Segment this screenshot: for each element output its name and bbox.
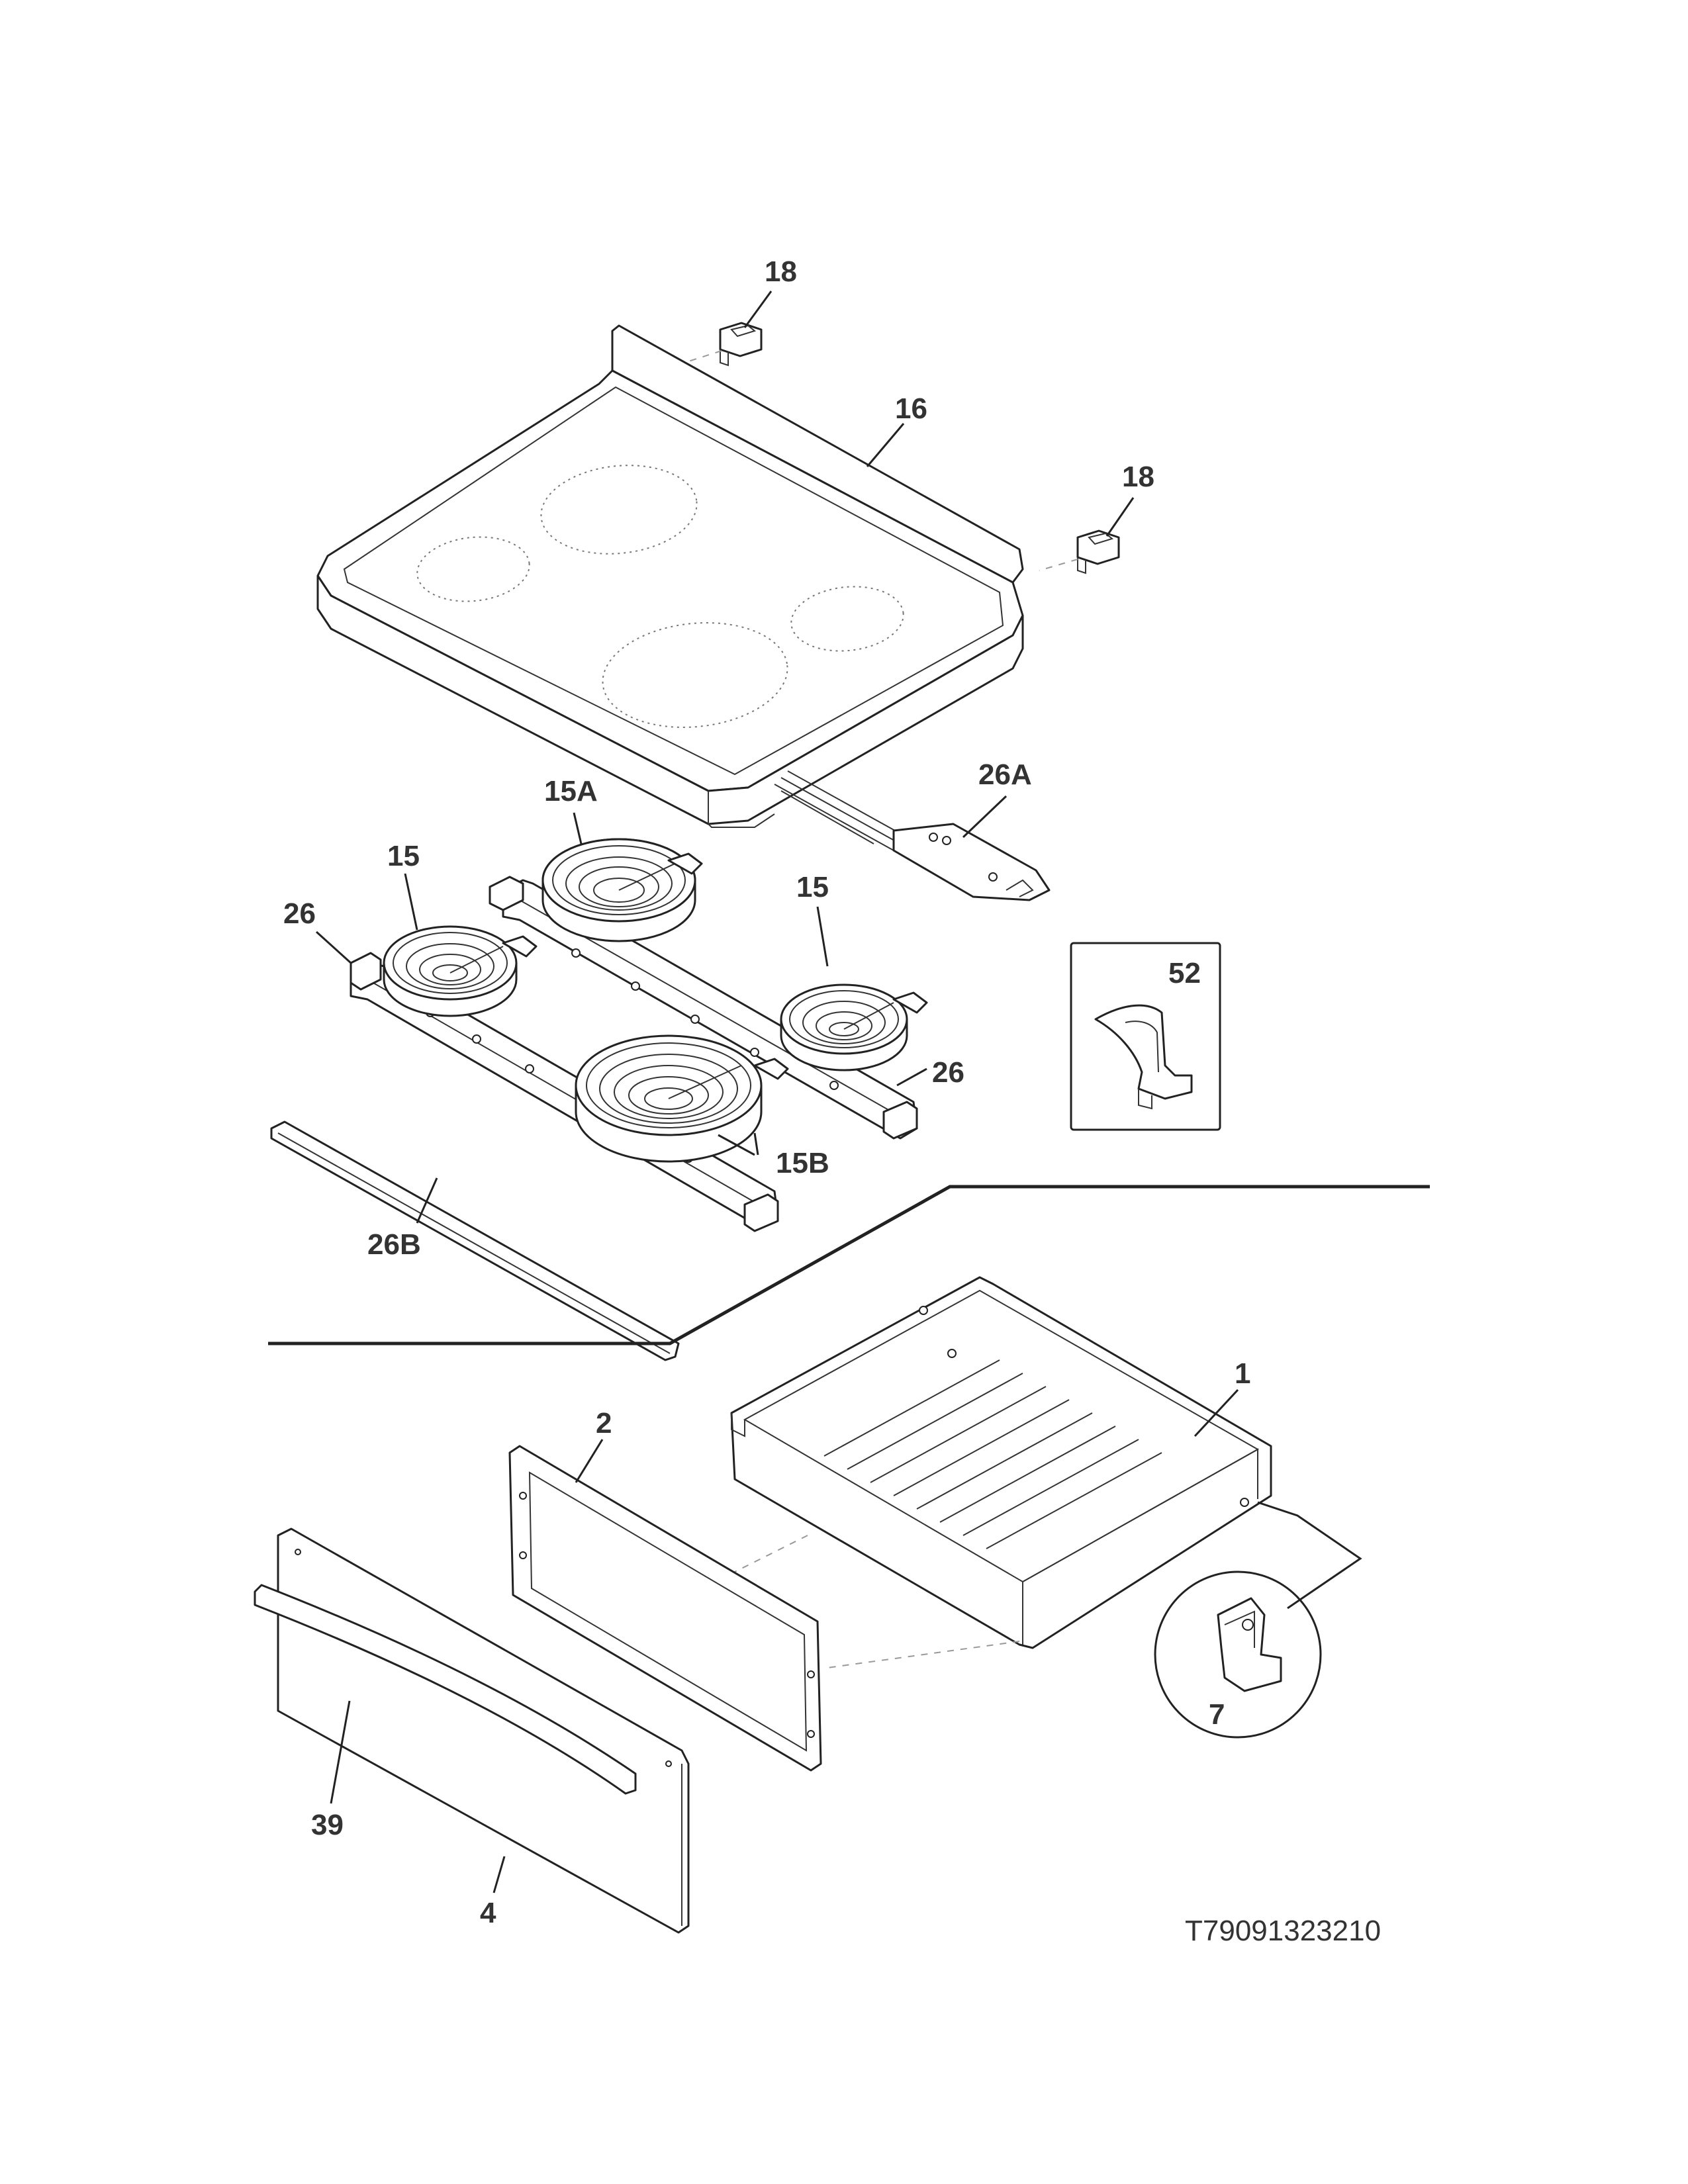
drawer-panel-part	[277, 1527, 690, 1934]
label-support-left: 26	[283, 897, 316, 930]
label-handle: 39	[311, 1809, 344, 1841]
bracket-top-part	[719, 322, 763, 367]
element-large-front-part	[575, 1034, 789, 1163]
label-glide-inset: 7	[1209, 1698, 1225, 1731]
label-bracket-right: 18	[1122, 461, 1154, 493]
support-right-part	[489, 876, 918, 1140]
bracket-right-part	[1076, 529, 1120, 574]
label-bracket-top: 18	[765, 255, 797, 288]
element-large-rear-part	[541, 838, 703, 942]
label-trim-strip: 26B	[367, 1228, 421, 1261]
cooktop-part	[316, 324, 1024, 828]
clip-inset-box	[1070, 942, 1221, 1131]
drawer-body-part	[730, 1276, 1272, 1649]
label-wire-harness: 26A	[978, 758, 1032, 791]
section-divider	[268, 1185, 1430, 1345]
label-clip-inset: 52	[1168, 957, 1201, 989]
wire-harness-part	[774, 770, 1051, 901]
label-element-large-front: 15B	[776, 1147, 829, 1179]
label-element-right: 15	[796, 871, 829, 903]
diagram-code: T79091323210	[1185, 1915, 1381, 1947]
handle-part	[254, 1584, 637, 1795]
element-left-part	[383, 925, 538, 1017]
label-drawer-body: 1	[1235, 1357, 1250, 1390]
trim-strip-part	[270, 1120, 680, 1361]
element-right-part	[780, 983, 928, 1071]
label-drawer-liner: 2	[596, 1407, 612, 1439]
glide-inset-circle	[1154, 1570, 1322, 1739]
label-drawer-panel: 4	[480, 1897, 496, 1929]
drawer-liner-part	[508, 1445, 822, 1772]
label-cooktop: 16	[895, 392, 927, 425]
label-element-left: 15	[387, 840, 420, 872]
label-element-large-rear: 15A	[544, 775, 598, 807]
label-support-right: 26	[932, 1056, 964, 1089]
